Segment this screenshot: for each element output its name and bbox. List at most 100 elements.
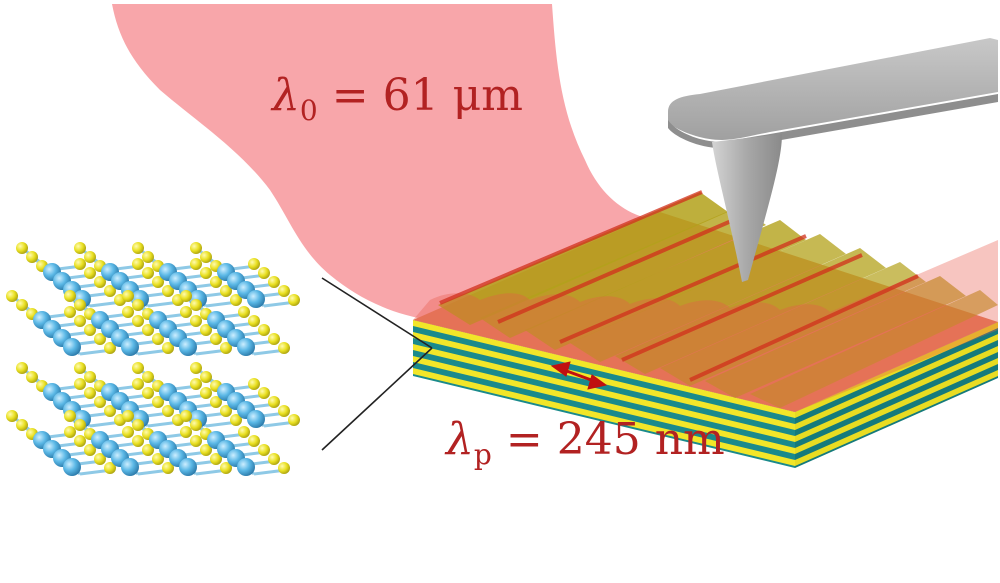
sulfur-atom — [74, 315, 86, 327]
sulfur-atom — [248, 378, 260, 390]
sulfur-atom — [288, 414, 300, 426]
wave-overlay — [413, 240, 998, 412]
sulfur-atom — [248, 315, 260, 327]
sulfur-atom — [84, 444, 96, 456]
equals-sign: = — [331, 70, 369, 121]
sulfur-atom — [64, 410, 76, 422]
sulfur-atom — [210, 396, 222, 408]
sulfur-atom — [210, 333, 222, 345]
sulfur-atom — [84, 251, 96, 263]
sulfur-atom — [26, 251, 38, 263]
subscript: 0 — [299, 94, 318, 127]
sulfur-atom — [152, 396, 164, 408]
sulfur-atom — [16, 362, 28, 374]
free-space-wavelength-label: λ0 = 61 μm — [272, 70, 523, 127]
sulfur-atom — [74, 419, 86, 431]
sulfur-atom — [162, 342, 174, 354]
sulfur-atom — [142, 324, 154, 336]
equals-sign: = — [505, 414, 543, 465]
sulfur-atom — [16, 242, 28, 254]
sulfur-atom — [84, 267, 96, 279]
value: 61 — [382, 70, 439, 121]
sulfur-atom — [94, 453, 106, 465]
sulfur-atom — [152, 276, 164, 288]
sulfur-atom — [122, 306, 134, 318]
sulfur-atom — [180, 290, 192, 302]
sulfur-atom — [122, 426, 134, 438]
sulfur-atom — [190, 315, 202, 327]
unit: nm — [654, 414, 725, 465]
metal-atom — [121, 338, 139, 356]
sulfur-atom — [258, 324, 270, 336]
sulfur-atom — [162, 405, 174, 417]
sulfur-atom — [220, 342, 232, 354]
sulfur-atom — [258, 444, 270, 456]
front-yellow-layers — [413, 320, 795, 466]
sulfur-atom — [268, 453, 280, 465]
sulfur-atom — [258, 267, 270, 279]
sulfur-atom — [268, 396, 280, 408]
sulfur-atom — [16, 299, 28, 311]
sulfur-atom — [94, 276, 106, 288]
sulfur-atom — [74, 258, 86, 270]
crest-lines — [439, 190, 919, 382]
sulfur-atom — [278, 405, 290, 417]
metal-atom — [179, 458, 197, 476]
sulfur-atom — [200, 371, 212, 383]
sulfur-atom — [180, 410, 192, 422]
sulfur-atom — [190, 419, 202, 431]
sulfur-atom — [104, 285, 116, 297]
sulfur-atom — [142, 267, 154, 279]
plasmon-wavelength-label: λp = 245 nm — [446, 414, 725, 471]
sulfur-atom — [6, 290, 18, 302]
sulfur-atom — [132, 378, 144, 390]
sulfur-atom — [74, 435, 86, 447]
sulfur-atom — [122, 290, 134, 302]
sulfur-atom — [190, 378, 202, 390]
double-arrow-icon — [550, 361, 608, 390]
sulfur-atom — [132, 258, 144, 270]
sulfur-atom — [84, 371, 96, 383]
metal-atom — [179, 338, 197, 356]
sulfur-atom — [152, 333, 164, 345]
sulfur-atom — [220, 462, 232, 474]
sulfur-atom — [132, 299, 144, 311]
sulfur-atom — [132, 242, 144, 254]
sulfur-atom — [94, 396, 106, 408]
metal-atom — [237, 338, 255, 356]
sulfur-atom — [64, 306, 76, 318]
sulfur-atom — [162, 462, 174, 474]
unit: μm — [452, 70, 523, 121]
sulfur-atom — [132, 419, 144, 431]
metal-atom — [237, 458, 255, 476]
sulfur-atom — [132, 362, 144, 374]
lambda-symbol: λ — [446, 414, 474, 465]
afm-tip-icon — [668, 38, 998, 282]
sulfur-atom — [200, 444, 212, 456]
sulfur-atom — [26, 371, 38, 383]
sulfur-atom — [278, 285, 290, 297]
metal-atom — [63, 338, 81, 356]
sulfur-atom — [74, 242, 86, 254]
sulfur-atom — [94, 333, 106, 345]
incident-beam — [112, 4, 700, 320]
metal-atom — [247, 410, 265, 428]
sulfur-atom — [258, 387, 270, 399]
sulfur-atom — [200, 251, 212, 263]
sulfur-atom — [210, 276, 222, 288]
sulfur-atom — [220, 285, 232, 297]
sulfur-atom — [190, 362, 202, 374]
sulfur-atom — [180, 306, 192, 318]
sulfur-atom — [248, 258, 260, 270]
sulfur-atom — [74, 378, 86, 390]
sulfur-atom — [74, 299, 86, 311]
sulfur-atom — [230, 414, 242, 426]
metal-atom — [63, 458, 81, 476]
value: 245 — [556, 414, 641, 465]
crystal-lattice-icon — [6, 242, 300, 476]
sulfur-atom — [84, 324, 96, 336]
zoom-lines — [321, 277, 433, 451]
sulfur-atom — [84, 387, 96, 399]
sulfur-atom — [104, 405, 116, 417]
